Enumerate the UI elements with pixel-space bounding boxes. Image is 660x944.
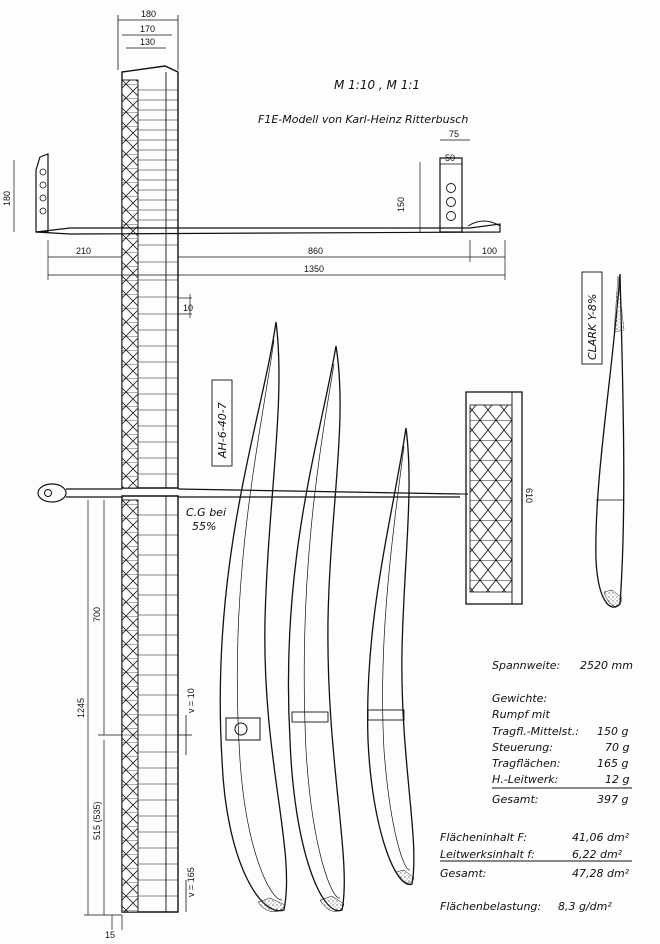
- dim-tip-panel: 515 (535): [92, 801, 102, 840]
- dim-root-170: 170: [140, 24, 155, 34]
- total-weight-value: 397 g: [597, 793, 628, 806]
- control-label: Steuerung:: [492, 741, 553, 754]
- dim-stab-50: 50: [445, 153, 455, 163]
- dim-root-180: 180: [141, 9, 156, 19]
- stab-area-label: Leitwerksinhalt f:: [440, 848, 535, 861]
- wing-area-label: Flächeninhalt F:: [440, 831, 527, 844]
- dim-total-length: 1350: [304, 264, 324, 274]
- center-section-value: 150 g: [597, 725, 628, 738]
- total-weight-label: Gesamt:: [492, 793, 539, 806]
- total-area-value: 47,28 dm²: [572, 867, 630, 880]
- scale-label: M 1:10 , M 1:1: [334, 78, 420, 92]
- center-section-label: Tragfl.-Mittelst.:: [492, 725, 579, 738]
- stab-weight-label: H.-Leitwerk:: [492, 773, 558, 786]
- dim-fin-height: 180: [2, 191, 12, 206]
- stab-airfoil-drawing: [595, 273, 625, 608]
- wing-planform: 180 170 130: [76, 9, 196, 940]
- wing-airfoil-drawings: [219, 321, 415, 912]
- wings-label: Tragflächen:: [492, 757, 560, 770]
- dim-boom-mid: 860: [308, 246, 323, 256]
- stab-area-value: 6,22 dm²: [572, 848, 623, 861]
- stab-weight-value: 12 g: [605, 773, 629, 786]
- total-area-label: Gesamt:: [440, 867, 487, 880]
- dim-boom-left: 210: [76, 246, 91, 256]
- dim-root-130: 130: [140, 37, 155, 47]
- fuselage-side-view: 180 75 50 150 210 860 100 1350: [2, 129, 506, 280]
- cg-label-line2: 55%: [192, 520, 216, 533]
- span-label: Spannweite:: [492, 659, 560, 672]
- dim-dihedral-tip: v = 165: [186, 867, 196, 897]
- stabilizer-planform: 610: [465, 391, 534, 605]
- cg-label-line1: C.G bei: [186, 506, 226, 519]
- wings-value: 165 g: [597, 757, 628, 770]
- dim-inner-panel: 700: [92, 607, 102, 622]
- wing-area-value: 41,06 dm²: [572, 831, 630, 844]
- weights-title: Gewichte:: [492, 692, 547, 705]
- dim-stab-span: 610: [524, 488, 534, 503]
- dim-tip-width: 15: [105, 930, 115, 940]
- dim-stab-height: 150: [396, 197, 406, 212]
- dim-dihedral-inner: v = 10: [186, 688, 196, 713]
- span-value: 2520 mm: [580, 659, 633, 672]
- drawing-title: F1E-Modell von Karl-Heinz Ritterbusch: [258, 113, 468, 126]
- dim-boom-right: 100: [482, 246, 497, 256]
- control-value: 70 g: [605, 741, 629, 754]
- fuselage-top-view: [37, 483, 468, 503]
- dim-stab-75: 75: [449, 129, 459, 139]
- specifications: Spannweite: 2520 mm Gewichte: Rumpf mit …: [440, 659, 633, 913]
- wing-airfoil-label: AH-6-40-7: [216, 402, 229, 459]
- wing-loading-label: Flächenbelastung:: [440, 900, 541, 913]
- dim-rib-spacing: 10: [183, 303, 193, 313]
- dim-half-span: 1245: [76, 698, 86, 718]
- stab-airfoil-label: CLARK Y-8%: [586, 294, 599, 360]
- fuselage-label: Rumpf mit: [492, 708, 550, 721]
- wing-loading-value: 8,3 g/dm²: [558, 900, 612, 913]
